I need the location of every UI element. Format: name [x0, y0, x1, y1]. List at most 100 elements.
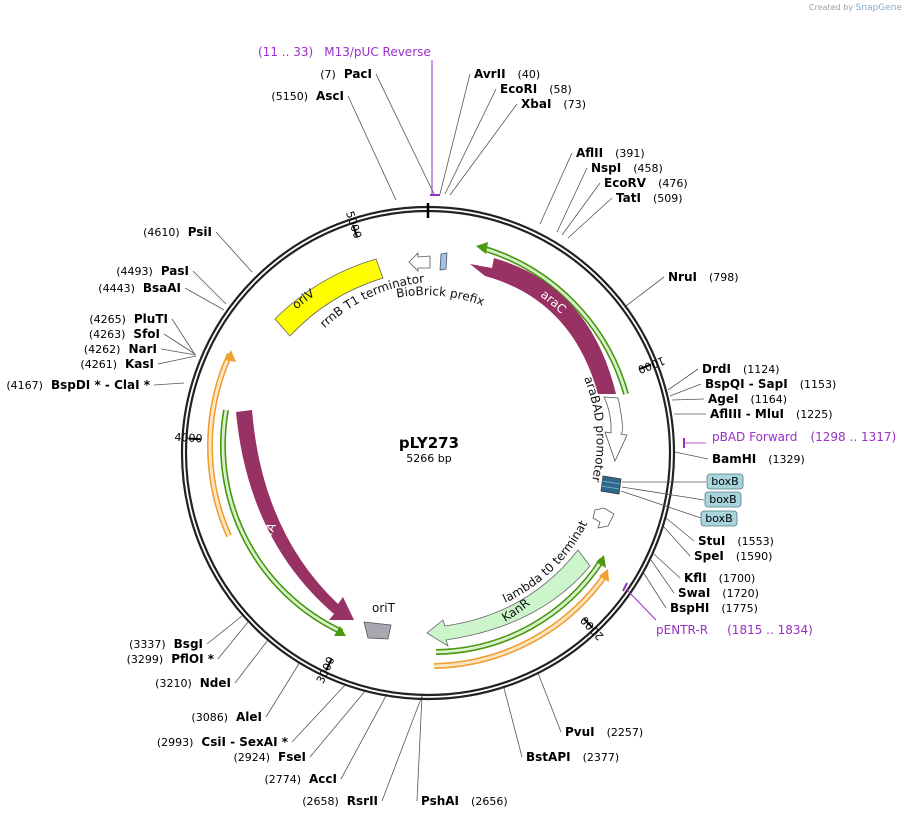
primer-range-pbad: (1298 .. 1317)	[810, 430, 896, 444]
site-position: (3299)	[127, 653, 164, 666]
site-leader	[381, 695, 423, 802]
site-position: (4443)	[98, 282, 135, 295]
site-leader	[653, 553, 681, 579]
restriction-site-label: SwaI (1720)	[678, 586, 759, 600]
site-leader	[662, 525, 691, 557]
site-position: (3210)	[155, 677, 192, 690]
plasmid-size: 5266 bp	[406, 452, 451, 465]
primer-label-pentr: pENTR-R (1815 .. 1834)	[656, 619, 813, 638]
site-leader	[217, 621, 249, 660]
scale-tick	[188, 437, 201, 441]
site-position: (1329)	[768, 453, 805, 466]
site-name: PvuI	[565, 725, 595, 739]
site-name: PluTI	[134, 312, 168, 326]
restriction-site-label: SpeI(1590)	[694, 549, 772, 563]
site-position: (1553)	[737, 535, 774, 548]
site-position: (509)	[653, 192, 683, 205]
site-name: AflIII - MluI	[710, 407, 784, 421]
site-position: (40)	[518, 68, 541, 81]
site-position: (4167)	[6, 379, 43, 392]
site-position: (391)	[615, 147, 645, 160]
orange-left-arrowhead	[225, 350, 236, 362]
site-name: PflOI *	[171, 652, 215, 666]
site-leader	[671, 398, 705, 401]
site-name: TatI	[616, 191, 641, 205]
site-leader	[449, 103, 518, 196]
site-position: (476)	[658, 177, 688, 190]
feature-arrows	[236, 252, 628, 647]
site-leader	[665, 517, 695, 542]
site-name: SwaI	[678, 586, 710, 600]
restriction-site-label: DrdI(1124)	[702, 362, 780, 376]
site-name: AgeI	[708, 392, 738, 406]
boxb-box-2	[704, 491, 742, 508]
site-name: KasI	[125, 357, 154, 371]
restriction-site-label: AflII(391)	[576, 146, 645, 160]
site-leader	[309, 689, 367, 758]
restriction-site-label: BspQI - SapI(1153)	[705, 377, 836, 391]
site-name: AccI	[309, 772, 337, 786]
restriction-site-label: AflIII - MluI (1225)	[710, 407, 833, 421]
site-position: (2924)	[233, 751, 270, 764]
site-position: (1225)	[796, 408, 833, 421]
restriction-site-label: TatI (509)	[616, 191, 683, 205]
orit-box	[363, 621, 392, 640]
site-leader	[340, 693, 388, 780]
site-leader	[234, 639, 269, 684]
restriction-site-label: AgeI(1164)	[708, 392, 787, 406]
restriction-site-label: (5150)AscI	[271, 89, 344, 103]
primer-labels: (11 .. 33) M13/pUC Reverse pBAD Forward …	[258, 41, 896, 638]
site-leader	[669, 383, 702, 397]
site-position: (5150)	[271, 90, 308, 103]
site-position: (4493)	[116, 265, 153, 278]
site-name: XbaI	[521, 97, 551, 111]
restriction-site-label: PvuI(2257)	[565, 725, 643, 739]
site-leader	[171, 318, 195, 354]
thin-feature-arrows	[206, 242, 629, 669]
site-name: AleI	[236, 710, 262, 724]
scale-tick	[583, 618, 594, 629]
site-leader	[503, 687, 523, 758]
site-position: (1720)	[722, 587, 759, 600]
restriction-site-label: BamHI(1329)	[712, 452, 805, 466]
site-leader	[215, 231, 253, 273]
biobrick-label: BioBrick prefix	[395, 284, 486, 309]
site-leader	[556, 167, 588, 233]
restriction-site-label: StuI(1553)	[698, 534, 774, 548]
site-name: EcoRV	[604, 176, 647, 190]
site-position: (1775)	[721, 602, 758, 615]
site-name: AvrII	[474, 67, 506, 81]
primer-label-m13: (11 .. 33) M13/pUC Reverse	[258, 41, 431, 60]
kanr-arrow	[426, 549, 591, 647]
restriction-site-label: NspI(458)	[591, 161, 663, 175]
restriction-site-label: (2993)CsiI - SexAI *	[157, 735, 289, 749]
restriction-site-label: EcoRI(58)	[500, 82, 572, 96]
primer-range-pentr: (1815 .. 1834)	[727, 623, 813, 637]
site-leader	[265, 661, 301, 718]
site-leader	[537, 672, 562, 733]
primer-name-m13: M13/pUC Reverse	[324, 45, 431, 59]
primer-mark-pentr	[622, 582, 628, 592]
site-leader	[192, 270, 227, 305]
restriction-site-label: (2658)RsrII	[302, 794, 378, 808]
primer-range-m13: (11 .. 33)	[258, 45, 313, 59]
oriv-box	[274, 258, 384, 337]
restriction-site-label: (3337)BsgI	[129, 637, 203, 651]
site-position: (2656)	[471, 795, 508, 808]
trfa-green-arrowhead	[334, 626, 346, 636]
restriction-site-label: (7)PacI	[320, 67, 372, 81]
biobrick-bar	[439, 252, 448, 271]
site-leader	[539, 152, 573, 225]
primer-label-pbad: pBAD Forward (1298 .. 1317)	[712, 426, 896, 445]
scale-tick-label: 4000	[174, 431, 203, 446]
site-leader	[206, 615, 243, 645]
site-leader	[347, 95, 397, 201]
site-name: NspI	[591, 161, 621, 175]
boxb-box-3	[700, 510, 738, 527]
site-position: (1590)	[736, 550, 773, 563]
site-leader	[375, 73, 435, 195]
lambda-arrow	[592, 507, 615, 529]
scale-tick	[325, 659, 333, 671]
site-position: (58)	[549, 83, 572, 96]
